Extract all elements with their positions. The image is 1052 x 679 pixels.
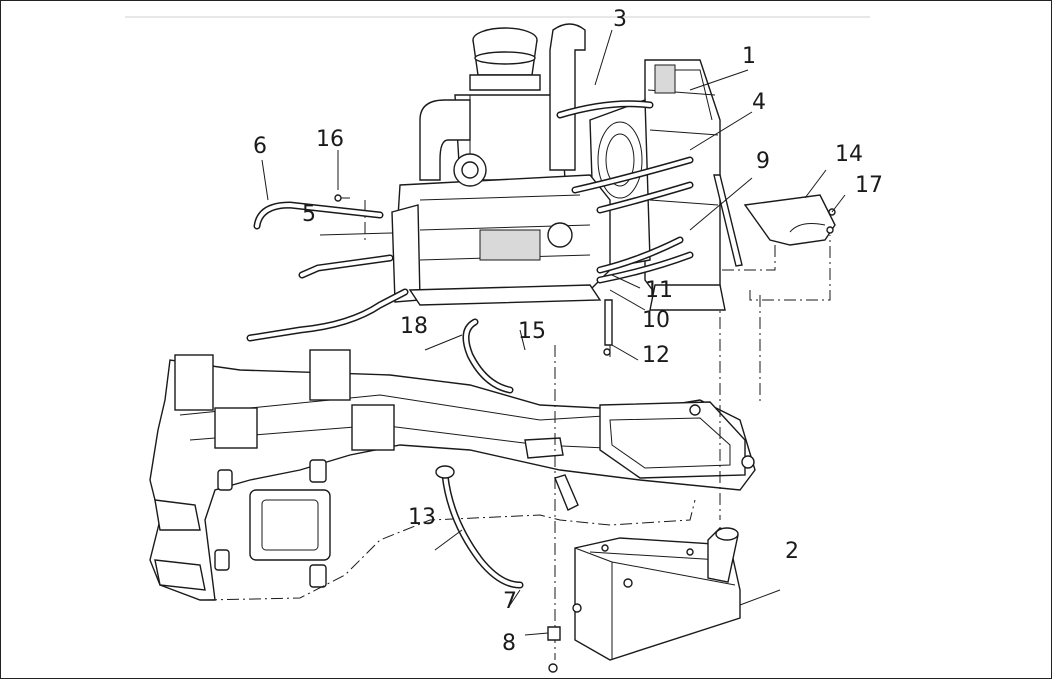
engine-assembly: [391, 23, 743, 311]
callout-8: 8: [502, 631, 516, 656]
cover-plate: [743, 194, 836, 246]
callout-9: 9: [756, 149, 770, 174]
callout-17: 17: [855, 173, 883, 198]
callout-16: 16: [316, 127, 344, 152]
hoses: [246, 201, 613, 589]
leader-lines: [261, 29, 846, 636]
chassis-frame: [149, 349, 756, 601]
callout-18: 18: [400, 314, 428, 339]
callout-10: 10: [642, 308, 670, 333]
fittings: [334, 194, 834, 234]
drain-plug: [547, 626, 561, 673]
callout-14: 14: [835, 142, 863, 167]
callout-2: 2: [785, 539, 799, 564]
fuel-tank: [572, 527, 741, 661]
callout-11: 11: [645, 278, 673, 303]
callout-12: 12: [642, 343, 670, 368]
callout-7: 7: [503, 589, 517, 614]
callout-labels: 1 2 3 4 5 6 7 8 9 10 11 12 13 14 15 16 1…: [253, 7, 883, 656]
callout-15: 15: [518, 319, 546, 344]
callout-13: 13: [408, 505, 436, 530]
callout-5: 5: [302, 202, 316, 227]
callout-3: 3: [613, 7, 627, 32]
callout-6: 6: [253, 134, 267, 159]
callout-1: 1: [742, 44, 756, 69]
callout-4: 4: [752, 90, 766, 115]
